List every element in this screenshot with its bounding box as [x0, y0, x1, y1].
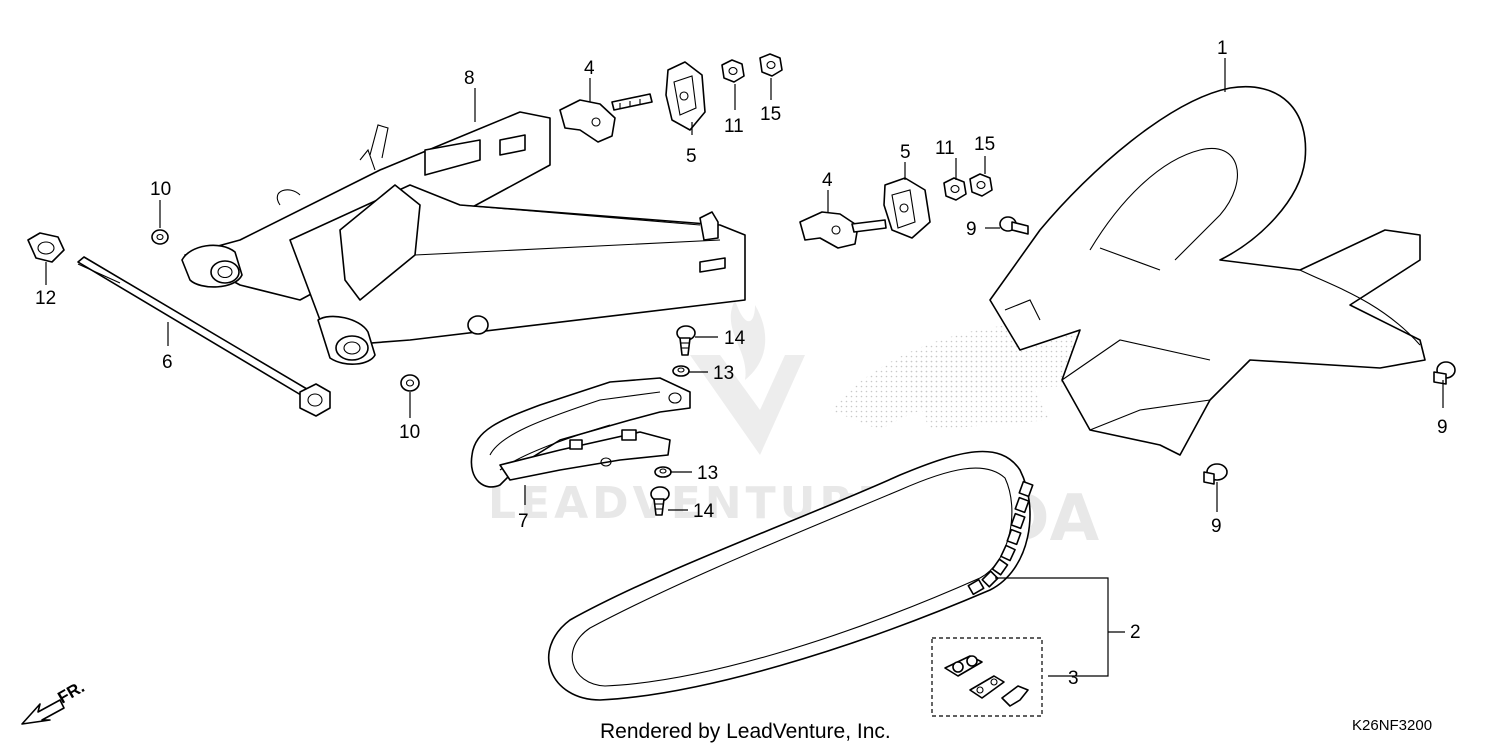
- front-arrow-icon: [21, 699, 65, 725]
- chain-slider-part-7[interactable]: [470, 377, 691, 488]
- collar-part-13-lower[interactable]: [654, 466, 672, 478]
- washer-part-10-lower[interactable]: [400, 374, 420, 392]
- callout-15-upper: 15: [760, 104, 781, 125]
- callout-2: 2: [1130, 622, 1141, 643]
- washer-part-10-upper[interactable]: [151, 229, 169, 245]
- callout-13-lower: 13: [697, 463, 718, 484]
- callout-7: 7: [518, 511, 529, 532]
- callout-4-lower: 4: [822, 170, 833, 191]
- callout-5-lower: 5: [900, 142, 911, 163]
- callout-6: 6: [162, 352, 173, 373]
- callout-9-right: 9: [1437, 417, 1448, 438]
- nut-part-15-upper[interactable]: [759, 53, 783, 77]
- callout-9-upper: 9: [966, 219, 977, 240]
- callout-15-lower: 15: [974, 134, 995, 155]
- nut-part-15-lower[interactable]: [969, 173, 993, 197]
- callout-4-upper: 4: [584, 58, 595, 79]
- callout-14-upper: 14: [724, 328, 746, 349]
- rear-fender-part-1[interactable]: [989, 85, 1426, 456]
- chain-links: [967, 480, 1034, 596]
- render-credit: Rendered by LeadVenture, Inc.: [600, 720, 891, 743]
- master-link-part-3[interactable]: [931, 637, 1043, 717]
- collar-part-13-upper[interactable]: [672, 365, 690, 377]
- callout-5-upper: 5: [686, 146, 697, 167]
- callout-13-upper: 13: [713, 363, 734, 384]
- nut-part-11-upper[interactable]: [721, 59, 745, 83]
- screw-part-14-lower[interactable]: [650, 486, 670, 516]
- callout-3: 3: [1068, 668, 1079, 689]
- swingarm-part-8[interactable]: [181, 111, 746, 365]
- screw-part-9-upper[interactable]: [999, 216, 1029, 235]
- callout-14-lower: 14: [693, 501, 715, 522]
- callout-11-upper: 11: [724, 116, 744, 137]
- callout-10-upper: 10: [150, 179, 171, 200]
- screw-part-9-right[interactable]: [1433, 361, 1456, 385]
- callout-8: 8: [464, 68, 475, 89]
- callout-9-lower: 9: [1211, 516, 1222, 537]
- screw-part-9-lower[interactable]: [1203, 463, 1228, 485]
- chain-adjuster-part-4-lower[interactable]: [799, 211, 887, 249]
- adjuster-plate-part-5-lower[interactable]: [883, 177, 931, 239]
- nut-part-12[interactable]: [27, 232, 65, 263]
- diagram-code: K26NF3200: [1352, 717, 1432, 734]
- chain-adjuster-part-4-upper[interactable]: [559, 93, 653, 143]
- callout-11-lower: 11: [935, 138, 955, 159]
- callout-1: 1: [1217, 38, 1228, 59]
- drive-chain-part-2[interactable]: [547, 450, 1034, 701]
- callout-12: 12: [35, 288, 56, 309]
- front-direction-indicator: FR.: [21, 677, 88, 725]
- screw-part-14-upper[interactable]: [676, 325, 696, 356]
- pivot-bolt-part-6[interactable]: [77, 256, 331, 417]
- leader-lines: [45, 58, 1444, 677]
- callout-10-lower: 10: [399, 422, 420, 443]
- adjuster-plate-part-5-upper[interactable]: [665, 61, 706, 131]
- nut-part-11-lower[interactable]: [943, 177, 967, 201]
